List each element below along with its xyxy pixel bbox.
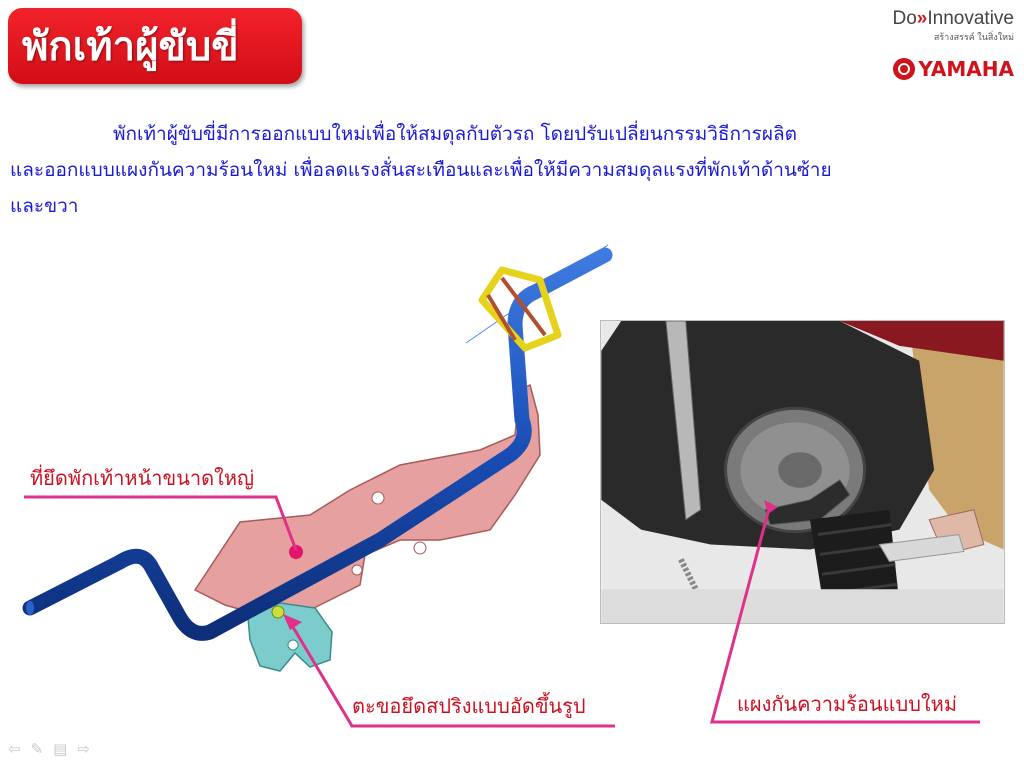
do-prefix: Do — [892, 8, 917, 29]
yamaha-logo: YAMAHA — [884, 57, 1014, 81]
slide-nav-toolbar: ⇦ ✎ ▤ ⇨ — [8, 740, 90, 758]
footrest-tube — [22, 247, 613, 641]
do-word: Innovative — [927, 8, 1014, 29]
yamaha-wordmark: YAMAHA — [918, 57, 1014, 81]
footpeg-frame — [478, 266, 562, 352]
red-panel — [839, 321, 1004, 361]
engine-heat-shield-photo — [600, 320, 1005, 624]
body-panel — [909, 321, 1004, 550]
bracket-marker-dot — [289, 545, 303, 559]
callout-heat-shield: แผงกันความร้อนแบบใหม่ — [737, 692, 958, 716]
description-line-3: และขวา — [10, 195, 79, 217]
callout-spring-hook: ตะขอยึดสปริงแบบอัดขึ้นรูป — [352, 694, 586, 718]
bracket-hole — [413, 541, 427, 555]
tuning-fork-icon — [893, 58, 916, 80]
plate-hole — [287, 639, 299, 651]
tube-end — [26, 601, 34, 615]
next-slide-icon[interactable]: ⇨ — [77, 740, 90, 758]
brand-tagline: สร้างสรรค์ ในสิ่งใหม่ — [933, 32, 1014, 42]
description-line-1: พักเท้าผู้ขับขี่มีการออกแบบใหม่เพื่อให้ส… — [113, 123, 797, 145]
do-arrows: » — [916, 8, 928, 29]
slide-title-badge: พักเท้าผู้ขับขี่ — [8, 8, 302, 84]
front-footrest-bracket — [193, 383, 541, 616]
brand-logo-block: Do»Innovative สร้างสรรค์ ในสิ่งใหม่ YAMA… — [884, 8, 1015, 88]
shift-lever — [665, 321, 702, 521]
spring-hook-plate — [247, 602, 333, 672]
footrest-cad-diagram — [22, 244, 613, 672]
menu-icon[interactable]: ▤ — [53, 740, 68, 758]
floor — [601, 589, 1004, 623]
bracket-hole — [371, 491, 385, 505]
engine-cover-cap — [778, 452, 822, 488]
do-innovative-logo: Do»Innovative — [884, 8, 1015, 30]
bracket-hole — [351, 564, 363, 576]
callout-big-bracket: ที่ยึดพักเท้าหน้าขนาดใหญ่ — [30, 466, 255, 490]
footpeg-frame-brace — [486, 276, 547, 342]
description-text: พักเท้าผู้ขับขี่มีการออกแบบใหม่เพื่อให้ส… — [10, 116, 985, 224]
pen-icon[interactable]: ✎ — [30, 740, 44, 758]
description-line-2: และออกแบบแผงกันความร้อนใหม่ เพื่อลดแรงสั… — [10, 159, 832, 181]
prev-slide-icon[interactable]: ⇦ — [8, 740, 21, 758]
spring-hook-pin — [271, 605, 285, 619]
slide-title: พักเท้าผู้ขับขี่ — [22, 24, 239, 70]
